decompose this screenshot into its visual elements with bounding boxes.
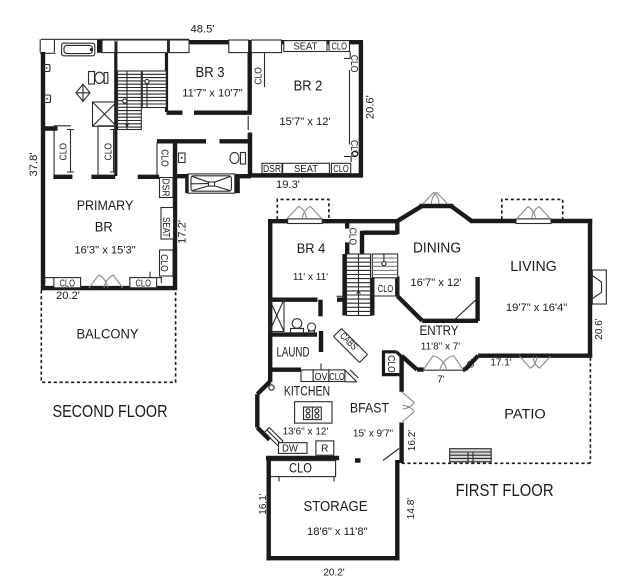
svg-text:15' x 9'7": 15' x 9'7" [353,429,394,440]
svg-text:OV: OV [315,372,328,383]
svg-text:SEAT: SEAT [160,217,171,238]
svg-text:17.1': 17.1' [490,358,511,369]
svg-text:16.1': 16.1' [258,493,269,514]
svg-text:CLO: CLO [385,355,396,373]
svg-text:LAUND: LAUND [277,345,310,360]
svg-text:CLO: CLO [347,228,358,246]
svg-text:CLO: CLO [331,42,347,53]
svg-text:16.2': 16.2' [407,430,418,451]
svg-text:CLO: CLO [159,149,170,167]
svg-text:16'7" x 12': 16'7" x 12' [410,277,461,289]
svg-text:SECOND FLOOR: SECOND FLOOR [53,401,168,421]
svg-text:11' x 11': 11' x 11' [293,272,328,283]
svg-text:48.5': 48.5' [191,24,215,36]
svg-text:BR 3: BR 3 [196,64,225,81]
svg-text:PATIO: PATIO [504,407,546,422]
svg-text:KITCHEN: KITCHEN [284,384,330,399]
svg-text:16'3" x 15'3": 16'3" x 15'3" [74,245,135,257]
svg-text:DSR: DSR [160,179,171,197]
svg-text:7': 7' [437,375,445,386]
svg-text:R: R [321,444,328,455]
svg-text:BR: BR [95,220,113,235]
svg-text:20.6': 20.6' [364,95,376,119]
svg-text:PRIMARY: PRIMARY [77,198,134,213]
svg-text:CLO: CLO [59,278,75,289]
svg-text:14.8': 14.8' [406,498,417,519]
svg-text:CLO: CLO [253,67,264,85]
svg-text:15'7" x 12': 15'7" x 12' [279,116,330,128]
svg-text:CLO: CLO [378,284,394,295]
svg-text:CLO: CLO [333,164,349,175]
svg-text:CLO: CLO [329,372,345,383]
svg-text:18'6" x 11'8": 18'6" x 11'8" [307,526,368,538]
svg-text:CLO: CLO [158,254,169,272]
svg-text:STORAGE: STORAGE [304,498,368,515]
svg-text:SEAT: SEAT [294,164,318,175]
svg-text:17.2': 17.2' [177,220,189,244]
svg-text:CLO: CLO [348,55,359,73]
svg-text:20.2': 20.2' [56,290,80,302]
svg-text:19.3': 19.3' [276,179,300,191]
svg-text:20.2': 20.2' [323,568,344,579]
svg-text:BALCONY: BALCONY [77,327,139,342]
svg-text:11'8" x 7': 11'8" x 7' [421,342,461,353]
svg-text:DINING: DINING [413,240,461,257]
svg-text:20.6': 20.6' [594,318,605,339]
svg-text:BFAST: BFAST [350,401,389,416]
svg-text:BR 4: BR 4 [297,241,326,256]
svg-text:13'6" x 12': 13'6" x 12' [283,427,329,438]
svg-text:19'7" x 16'4": 19'7" x 16'4" [506,302,567,314]
svg-text:37.8': 37.8' [28,153,40,177]
svg-text:SEAT: SEAT [293,42,317,53]
svg-text:FIRST FLOOR: FIRST FLOOR [456,480,554,500]
svg-text:ENTRY: ENTRY [420,323,459,338]
svg-text:CLO: CLO [289,460,312,475]
svg-text:11'7" x 10'7": 11'7" x 10'7" [182,88,243,100]
svg-text:CLO: CLO [135,278,151,289]
svg-text:BR 2: BR 2 [294,78,323,95]
svg-text:DW: DW [282,444,299,455]
svg-text:DSR: DSR [263,164,281,175]
svg-text:CLO: CLO [348,140,359,158]
svg-text:LIVING: LIVING [510,258,557,275]
svg-text:CLO: CLO [58,143,69,161]
svg-text:CLO: CLO [103,143,114,161]
